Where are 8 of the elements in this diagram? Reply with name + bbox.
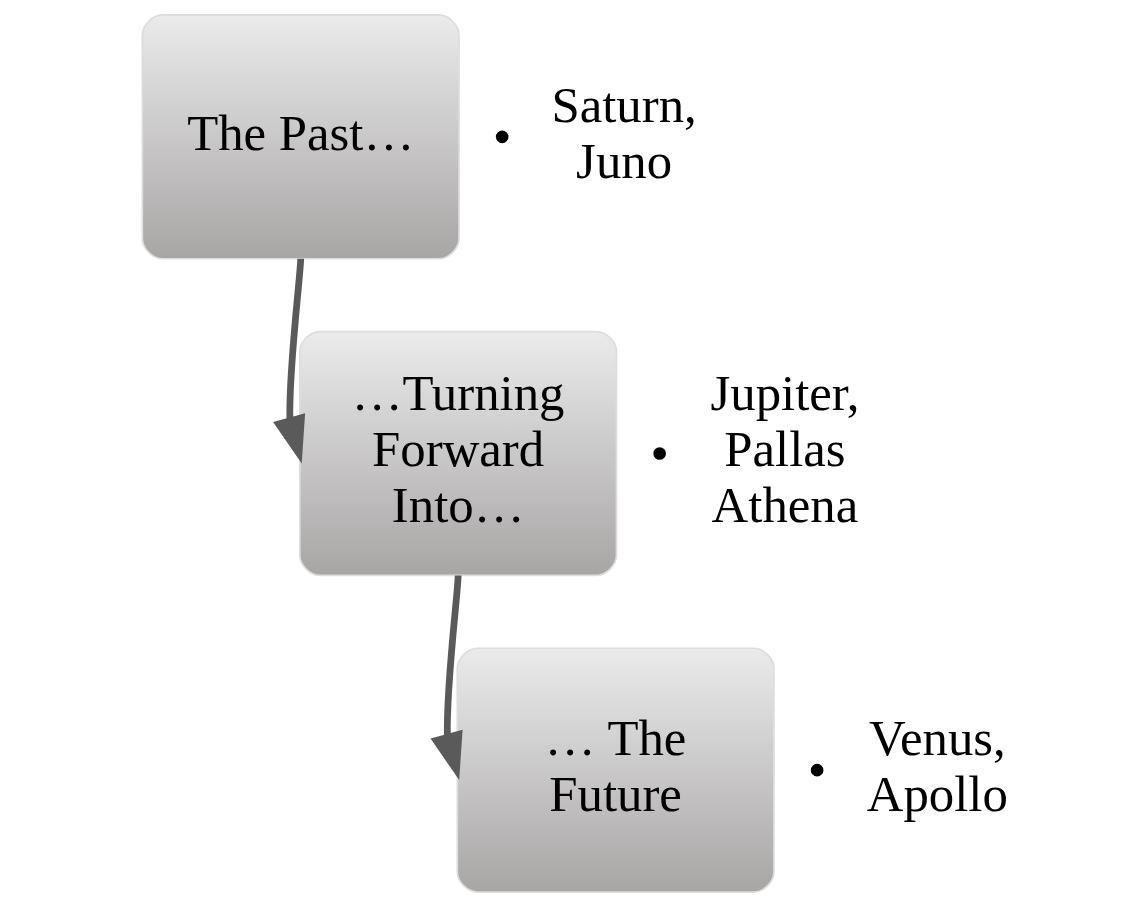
node-label: Saturn, Juno xyxy=(550,76,697,189)
node-box: …Turning Forward Into… xyxy=(298,330,617,577)
node-label: Jupiter, Pallas Athena xyxy=(710,365,859,534)
arrow xyxy=(272,258,305,464)
node-box: The Past… xyxy=(141,14,460,260)
node-label: Venus, Apollo xyxy=(866,709,1008,822)
arrow xyxy=(430,575,463,781)
node-box: … The Future xyxy=(455,647,775,893)
